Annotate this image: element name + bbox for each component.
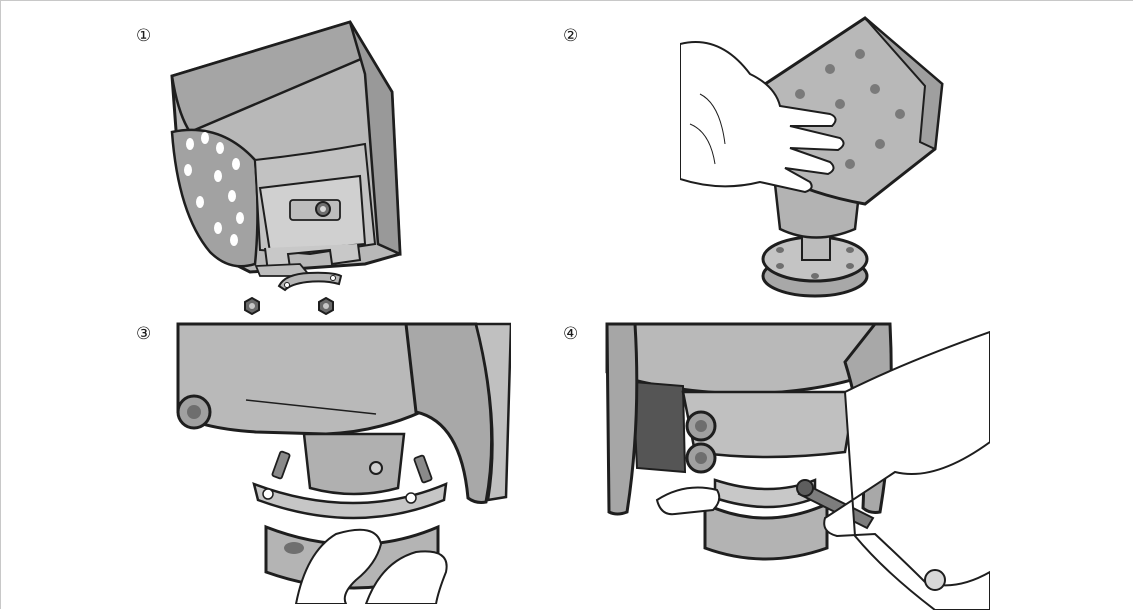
clamp-icon [275, 268, 345, 292]
step-1-label: ① [136, 28, 151, 45]
flange-icon [763, 232, 867, 296]
panel-3-clamp-screws [176, 322, 511, 604]
nut-icon [317, 297, 335, 315]
nut-icon [243, 297, 261, 315]
panel-2-lift-sunshade [680, 14, 950, 310]
step-2-label: ② [563, 28, 578, 45]
panel-4-wrench-tighten [605, 322, 990, 610]
step-3-label: ③ [136, 326, 151, 343]
step-4-label: ④ [563, 326, 578, 343]
